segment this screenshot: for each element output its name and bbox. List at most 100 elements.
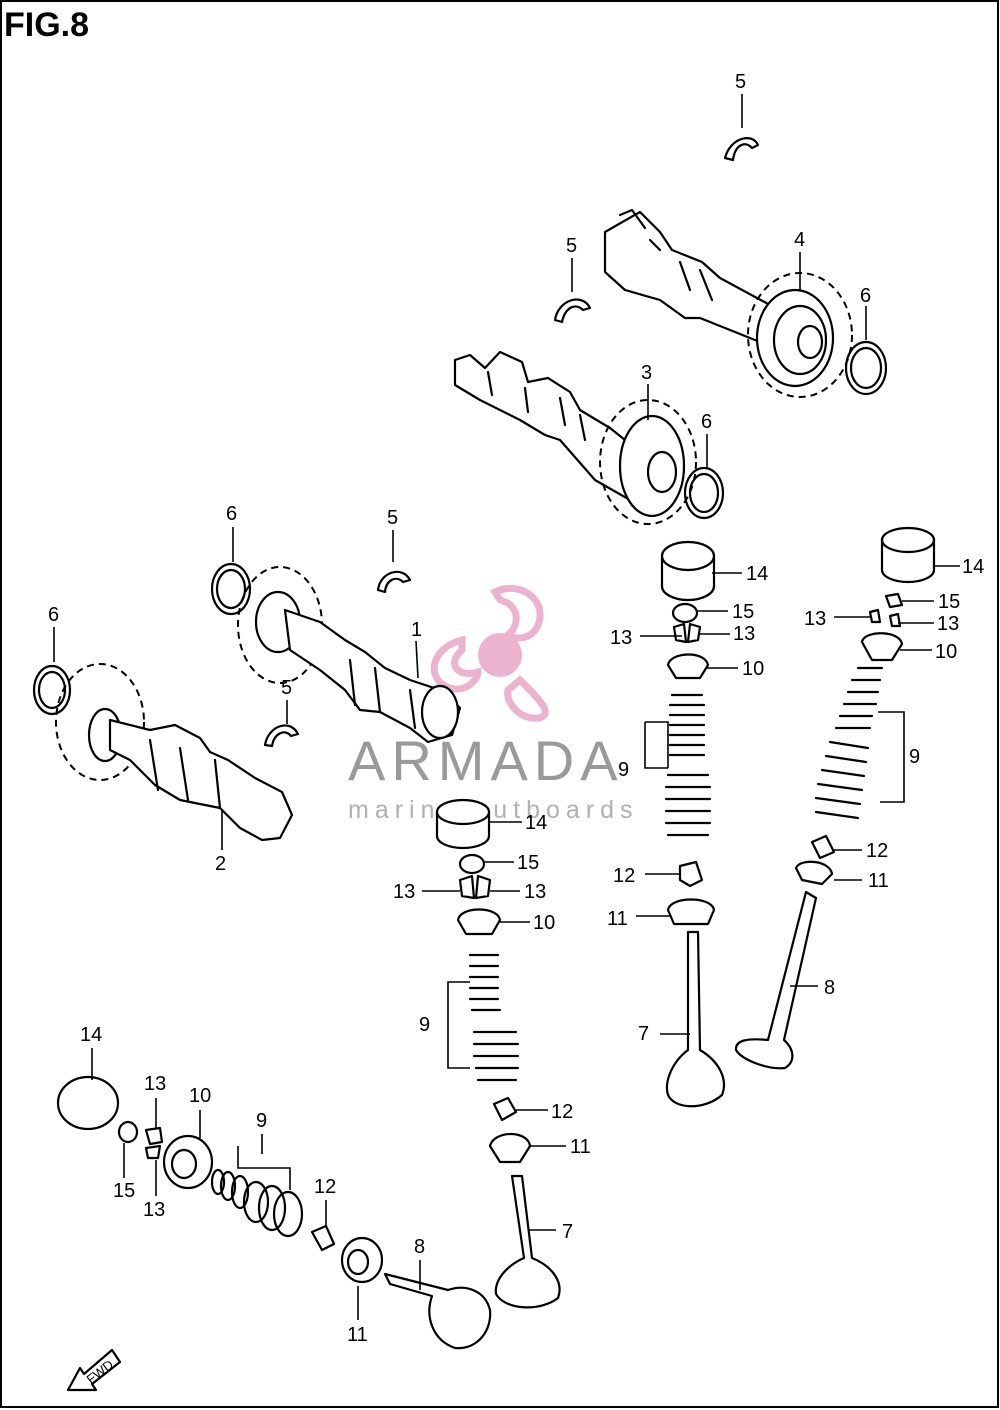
seat-11-mid [488,1133,532,1164]
callout-12: 12 [551,1101,573,1123]
camshaft-4 [603,208,853,398]
tappet-14-center [660,540,716,602]
callout-13: 13 [937,613,959,635]
callout-13: 13 [804,608,826,630]
callout-1: 1 [411,619,422,641]
callout-13: 13 [610,627,632,649]
callout-7: 7 [638,1023,649,1045]
callout-12: 12 [314,1176,336,1198]
retainer-10-right [860,632,904,662]
key-5-top [723,137,760,162]
spring-9-center [664,693,712,837]
callout-numbers: 5 5 4 6 3 6 6 5 1 6 5 2 14 15 13 13 10 9… [48,71,984,1346]
callout-13: 13 [733,623,755,645]
valve-7-mid [494,1174,561,1309]
callout-6: 6 [860,285,871,307]
seal-12-left [310,1224,336,1252]
callout-10: 10 [533,912,555,934]
callout-2: 2 [215,853,226,875]
callout-10: 10 [935,641,957,663]
callout-5: 5 [281,677,292,699]
valve-8-right [734,890,818,1070]
callout-6: 6 [48,604,59,626]
shim-15-center [671,602,699,624]
key-5-mid [376,570,412,594]
snap-ring-6-left-upper [210,562,252,616]
callout-11: 11 [570,1136,591,1158]
callout-12: 12 [613,865,635,887]
seat-11-left [340,1236,384,1284]
seal-12-right [810,834,836,860]
callout-15: 15 [113,1180,135,1202]
callout-13: 13 [143,1199,165,1221]
cotters-13-right [868,608,902,628]
cotters-13-left [144,1126,164,1160]
callout-11: 11 [347,1324,368,1346]
callout-14: 14 [746,563,768,585]
callout-9: 9 [419,1014,430,1036]
callout-5: 5 [566,235,577,257]
seal-12-center [678,860,704,888]
propeller-icon [430,584,549,722]
fwd-arrow-icon: FWD [66,1348,122,1392]
callout-15: 15 [517,852,539,874]
callout-8: 8 [824,977,835,999]
seat-11-right [794,860,834,886]
shim-15-right [884,592,904,609]
camshaft-1 [237,566,462,744]
camshaft-2 [55,663,294,842]
tappet-14-left [56,1075,120,1131]
callout-6: 6 [226,503,237,525]
callout-13: 13 [393,881,415,903]
key-5-low [263,724,300,748]
callout-14: 14 [525,812,547,834]
callout-9: 9 [618,759,629,781]
valve-7-center [665,930,726,1108]
snap-ring-6-left [32,664,72,716]
spring-9-left [210,1168,304,1238]
callout-10: 10 [742,658,764,680]
shim-15-mid [458,853,486,875]
cotters-13-center [672,622,702,644]
callout-10: 10 [189,1085,211,1107]
callout-5: 5 [387,507,398,529]
watermark-tagline: marine outboards [348,796,639,824]
callout-14: 14 [962,556,984,578]
callout-9: 9 [909,746,920,768]
tappet-14-right [880,526,936,584]
retainer-10-mid [456,908,502,936]
callout-3: 3 [641,362,652,384]
retainer-10-center [666,653,710,680]
callout-12: 12 [866,840,888,862]
shim-15-left [117,1120,139,1144]
callout-15: 15 [938,591,960,613]
valve-8-left [383,1272,492,1350]
callout-5: 5 [735,71,746,93]
leader-lines [53,94,960,1320]
callout-14: 14 [80,1024,102,1046]
callout-13: 13 [144,1073,166,1095]
retainer-10-left [162,1134,214,1190]
watermark-brand: ARMADA [348,729,624,792]
figure-title: FIG.8 [4,6,89,44]
callout-9: 9 [256,1110,267,1132]
snap-ring-6-mid [683,466,725,520]
key-5-upper [553,298,592,324]
callout-6: 6 [701,411,712,433]
tappet-14-mid [435,798,491,850]
cotters-13-mid [458,874,492,900]
callout-13: 13 [524,881,546,903]
seal-12-mid [492,1096,518,1122]
camshaft-3 [453,350,697,525]
snap-ring-6-right [844,340,888,396]
watermark-logo: ARMADA marine outboards [348,584,639,824]
spring-9-mid [468,953,520,1082]
callout-7: 7 [562,1221,573,1243]
callout-4: 4 [794,229,805,251]
callout-15: 15 [732,601,754,623]
spring-9-right [814,666,884,820]
callout-11: 11 [868,870,889,892]
seat-11-center [666,898,716,926]
